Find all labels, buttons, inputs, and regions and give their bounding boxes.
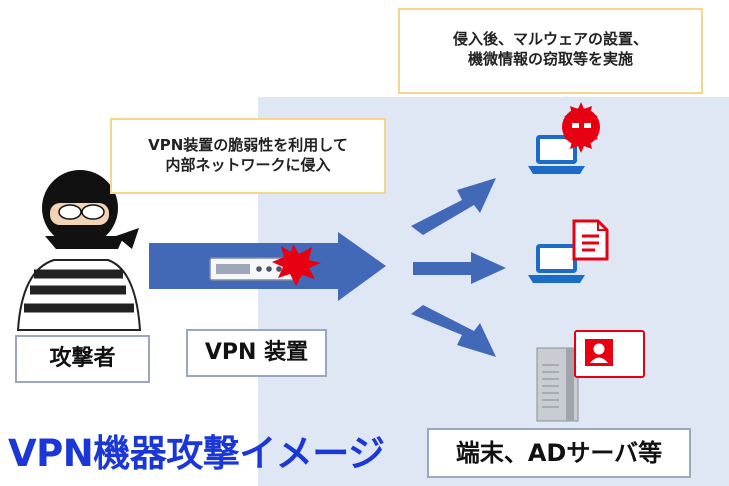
- post-intrusion-line-2: 機微情報の窃取等を実施: [467, 50, 633, 69]
- vpn-vulnerability-line-1: VPN装置の脆弱性を利用して: [148, 136, 348, 154]
- branch-arrow-bottom: [411, 305, 496, 357]
- branch-arrow-top: [411, 178, 496, 235]
- post-intrusion-callout: 侵入後、マルウェアの設置、 機微情報の窃取等を実施: [398, 8, 703, 94]
- page-title: VPN機器攻撃イメージ: [8, 432, 385, 475]
- vpn-vulnerability-callout: VPN装置の脆弱性を利用して 内部ネットワークに侵入: [110, 118, 386, 194]
- burst-icon: [272, 244, 321, 286]
- targets-label: 端末、ADサーバ等: [427, 428, 691, 478]
- server-icon: [536, 347, 579, 422]
- laptop-document-icon: [528, 219, 609, 283]
- branch-arrow-middle: [413, 252, 506, 284]
- id-card-icon: [574, 330, 645, 378]
- vpn-vulnerability-line-2: 内部ネットワークに侵入: [165, 156, 331, 175]
- post-intrusion-line-1: 侵入後、マルウェアの設置、: [452, 30, 648, 48]
- vpn-device-label: VPN 装置: [186, 329, 327, 377]
- laptop-virus-icon: [528, 102, 600, 174]
- attacker-label: 攻撃者: [15, 335, 150, 383]
- attacker-icon: [16, 170, 142, 331]
